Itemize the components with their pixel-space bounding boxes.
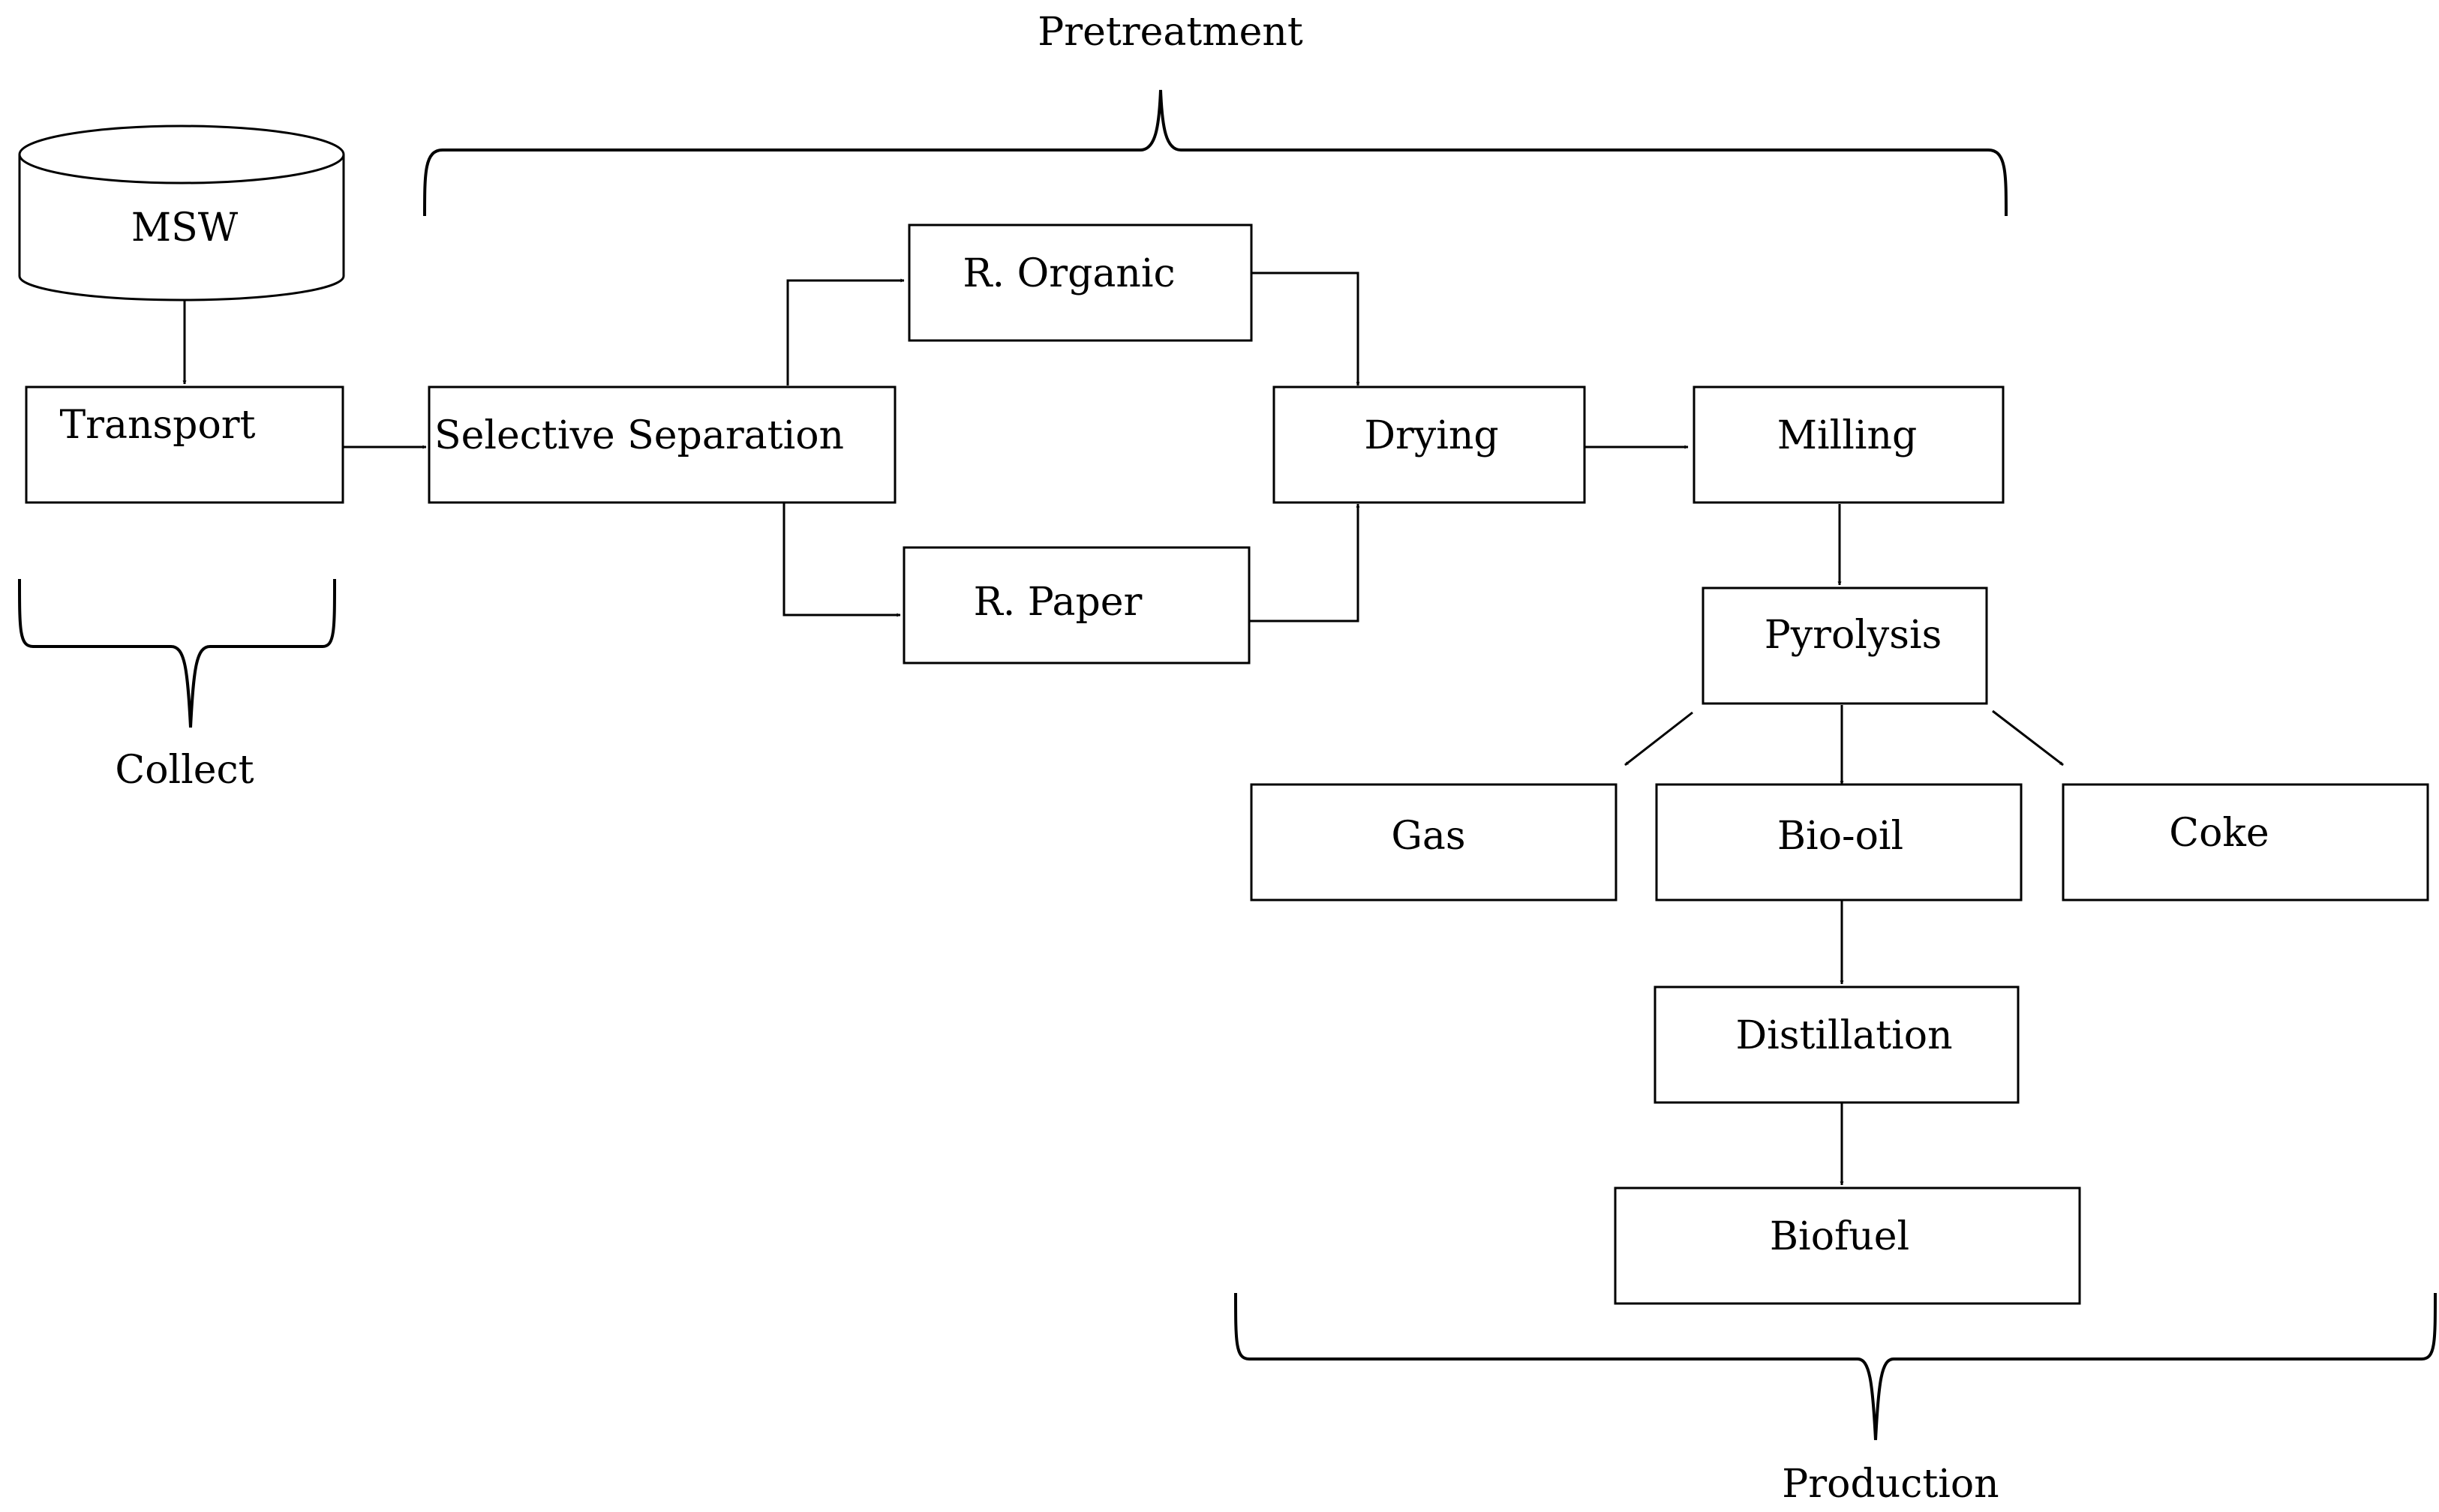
arrow-separation-to-paper bbox=[782, 502, 901, 617]
biofuel-label: Biofuel bbox=[1770, 1214, 1909, 1259]
arrow-pyrolysis-to-gas bbox=[1624, 711, 1693, 766]
drying-label: Drying bbox=[1364, 413, 1498, 458]
msw-cylinder-top bbox=[18, 124, 345, 184]
r-paper-node: R. Paper bbox=[903, 546, 1251, 664]
gas-node: Gas bbox=[1250, 783, 1617, 902]
coke-label: Coke bbox=[2169, 811, 2269, 856]
milling-node: Milling bbox=[1693, 386, 2005, 504]
distillation-label: Distillation bbox=[1735, 1013, 1952, 1058]
pyrolysis-node: Pyrolysis bbox=[1702, 586, 1988, 705]
arrow-separation-to-organic bbox=[786, 278, 905, 386]
selective-separation-node: Selective Separation bbox=[428, 386, 897, 504]
transport-label: Transport bbox=[59, 403, 255, 448]
pretreatment-label: Pretreatment bbox=[1038, 10, 1303, 55]
bio-oil-node: Bio-oil bbox=[1655, 783, 2023, 902]
drying-node: Drying bbox=[1272, 386, 1586, 504]
selective-separation-label: Selective Separation bbox=[434, 413, 844, 458]
msw-label: MSW bbox=[131, 206, 239, 250]
collect-label: Collect bbox=[115, 748, 254, 793]
r-organic-node: R. Organic bbox=[908, 224, 1253, 342]
arrow-organic-to-drying bbox=[1251, 272, 1360, 386]
r-paper-label: R. Paper bbox=[974, 580, 1143, 625]
production-brace bbox=[1234, 1292, 2437, 1441]
arrow-pyrolysis-to-coke bbox=[1992, 710, 2064, 766]
milling-label: Milling bbox=[1777, 413, 1918, 458]
pyrolysis-label: Pyrolysis bbox=[1765, 613, 1942, 658]
coke-node: Coke bbox=[2062, 783, 2429, 902]
pretreatment-brace bbox=[423, 89, 2008, 217]
transport-node: Transport bbox=[25, 386, 344, 504]
msw-node: MSW bbox=[18, 124, 345, 302]
biofuel-node: Biofuel bbox=[1614, 1186, 2081, 1305]
collect-brace bbox=[18, 578, 336, 728]
r-organic-label: R. Organic bbox=[963, 251, 1175, 296]
production-label: Production bbox=[1782, 1462, 1999, 1507]
msw-cylinder-icon bbox=[18, 154, 345, 302]
bio-oil-label: Bio-oil bbox=[1777, 814, 1903, 859]
distillation-node: Distillation bbox=[1654, 986, 2020, 1104]
gas-label: Gas bbox=[1391, 814, 1465, 859]
arrow-paper-to-drying bbox=[1249, 503, 1360, 622]
